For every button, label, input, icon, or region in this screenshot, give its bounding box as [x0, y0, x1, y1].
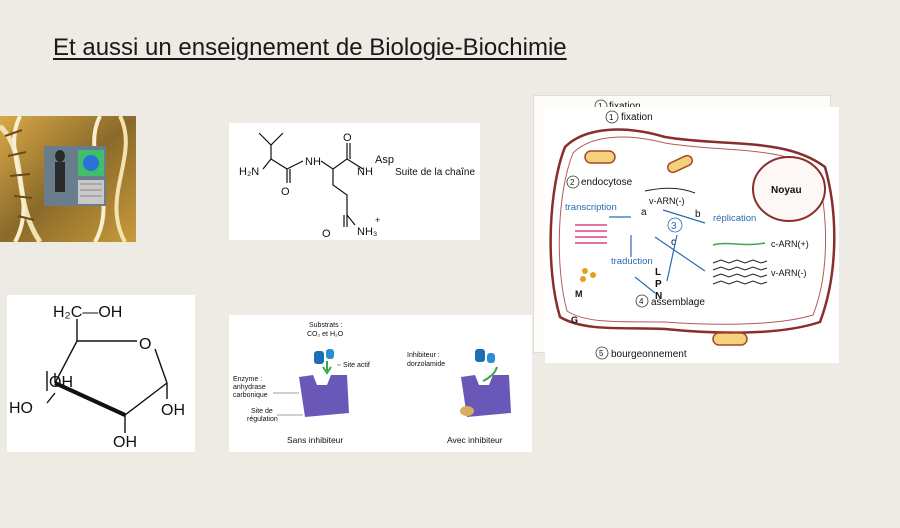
sans-inhibiteur-label: Sans inhibiteur: [287, 435, 343, 445]
slide-title: Et aussi un enseignement de Biologie-Bio…: [53, 34, 567, 61]
step2-number: 2: [570, 178, 575, 187]
avec-inhibiteur-label: Avec inhibiteur: [447, 435, 503, 445]
dna-helix-illustration: [0, 116, 136, 242]
inhibitor-shape: [460, 406, 474, 416]
virus-particle-fixation: [584, 150, 616, 164]
enzyme-inhibition-diagram: Substrats : CO₂ et H₂O Site actif Enzyme…: [233, 322, 511, 445]
protein-n-label: N: [655, 291, 662, 302]
traduction-label: traduction: [611, 256, 653, 267]
step3-number: 3: [671, 221, 677, 232]
fixation-label: fixation: [621, 112, 653, 123]
virus-back-step1-number: 1: [598, 102, 603, 111]
glucose-ring-diagram: H₂C—OH O OH HO OH OH: [9, 304, 185, 451]
peptide-chain-label: Suite de la chaîne: [395, 167, 475, 178]
glucose-ho-left-label: HO: [9, 400, 33, 417]
noyau-label: Noyau: [771, 185, 802, 196]
protein-p-label: P: [655, 279, 662, 290]
dorzolamide-label: dorzolamide: [407, 361, 445, 368]
glucose-ring-o-label: O: [139, 336, 151, 353]
regulation-label: régulation: [247, 416, 278, 423]
substrats-label: Substrats :: [309, 322, 343, 329]
path-c-label: c: [671, 237, 676, 248]
peptide-o-label-3: O: [322, 228, 331, 240]
glucose-h2c-oh-label: H₂C—OH: [53, 304, 122, 321]
peptide-nh-label: NH: [305, 156, 321, 168]
inhibiteur-label: Inhibiteur :: [407, 352, 440, 359]
virus-particle-endocytose: [666, 154, 694, 174]
glucose-oh-right-label: OH: [161, 402, 185, 419]
co2-h2o-label: CO₂ et H₂O: [307, 331, 344, 338]
virus-cycle-diagram: Noyau 1 fixation 2 endocytose v-ARN(-) t…: [549, 110, 836, 360]
protein-m-label: M: [575, 289, 583, 299]
replication-label: réplication: [713, 213, 756, 224]
dna-genome-image: [0, 116, 136, 242]
substrate-shape: [314, 351, 324, 364]
carbonique-label: carbonique: [233, 392, 268, 399]
protein-g-label: G: [571, 315, 578, 325]
anhydrase-label: anhydrase: [233, 384, 266, 391]
peptide-o-label-2: O: [343, 132, 352, 144]
carn-label: c-ARN(+): [771, 239, 809, 249]
carn-strand: [712, 242, 766, 246]
enzyme-label: Enzyme :: [233, 376, 262, 383]
nucleus: [752, 156, 826, 222]
assemblage-label: assemblage: [651, 297, 705, 308]
peptide-h2n-label: H₂N: [239, 166, 259, 178]
virus-particle-budding: [712, 332, 748, 346]
peptide-asp-label: Asp: [375, 154, 394, 166]
endocytose-label: endocytose: [581, 177, 633, 188]
glucose-structure-panel: H₂C—OH O OH HO OH OH: [7, 295, 195, 452]
cell-membrane: [549, 128, 836, 334]
path-b-label: b: [695, 209, 701, 220]
glucose-oh-bottom-label: OH: [113, 434, 137, 451]
virus-cycle-panel: Noyau 1 fixation 2 endocytose v-ARN(-) t…: [545, 107, 839, 363]
glucose-oh-inner-label: OH: [49, 374, 73, 391]
step1-number: 1: [609, 113, 614, 122]
varn-out-label: v-ARN(-): [771, 268, 807, 278]
peptide-o-label-1: O: [281, 186, 290, 198]
virus-back-fixation-label: fixation: [609, 101, 641, 112]
peptide-structure-diagram: H₂N O NH O NH Asp Suite de la chaîne O N…: [239, 132, 475, 240]
bourgeonnement-label: bourgeonnement: [611, 349, 687, 360]
path-a-label: a: [641, 207, 647, 218]
site-actif-label: Site actif: [343, 362, 370, 369]
enzyme-shape-free: [299, 375, 349, 417]
varn-in-label: v-ARN(-): [649, 196, 685, 206]
peptide-nh3-label: NH₃: [357, 226, 377, 238]
site-de-label: Site de: [251, 408, 273, 415]
enzyme-shape-inhibited: [461, 375, 511, 417]
peptide-plus-label: +: [375, 215, 380, 225]
peptide-nh-asp-label: NH: [357, 166, 373, 178]
enzyme-inhibition-panel: Substrats : CO₂ et H₂O Site actif Enzyme…: [229, 315, 532, 452]
peptide-structure-panel: H₂N O NH O NH Asp Suite de la chaîne O N…: [229, 123, 480, 240]
protein-l-label: L: [655, 267, 661, 278]
step5-number: 5: [599, 349, 604, 358]
step4-number: 4: [639, 297, 644, 306]
transcription-label: transcription: [565, 202, 617, 213]
